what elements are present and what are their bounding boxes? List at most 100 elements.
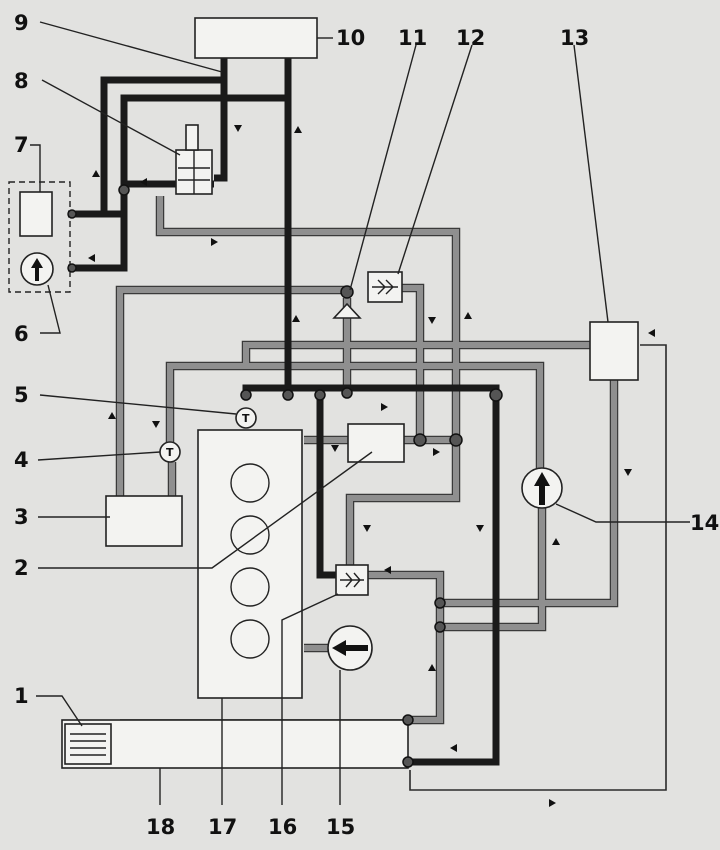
flow-arrow-left-icon	[140, 178, 147, 186]
return-pipe	[117, 287, 347, 496]
leader-8	[41, 79, 181, 156]
return-pipe	[408, 380, 617, 723]
component-3-radiator-box	[105, 495, 183, 547]
flow-arrow-left-icon	[384, 566, 391, 574]
cylinder-3	[230, 567, 270, 607]
component-7-heater-core	[19, 191, 53, 237]
flow-arrow-down-icon	[234, 125, 242, 132]
node	[341, 387, 353, 399]
return-pipe-outline	[440, 508, 547, 632]
leader-9	[39, 21, 223, 73]
flow-arrow-right-icon	[433, 448, 440, 456]
node	[402, 756, 414, 768]
return-pipe	[368, 572, 443, 603]
cylinder-4	[230, 619, 270, 659]
check-valve-symbol	[372, 279, 398, 295]
leader-6	[40, 284, 61, 334]
node	[314, 389, 326, 401]
pipe-reservoir-left	[214, 58, 228, 182]
engine-cylinders	[230, 463, 270, 659]
component-10-expansion-tank	[194, 17, 318, 59]
leader-2	[38, 451, 373, 569]
label-12: 12	[456, 26, 485, 50]
label-8: 8	[14, 69, 29, 93]
leader-16	[281, 593, 339, 805]
label-7: 7	[14, 133, 29, 157]
node	[282, 389, 294, 401]
flow-arrow-right-icon	[381, 403, 388, 411]
node	[434, 621, 446, 633]
flow-arrow-up-icon	[552, 538, 560, 545]
return-pipes	[115, 196, 619, 725]
thermostat-symbol	[340, 572, 364, 588]
cylinder-1	[230, 463, 270, 503]
component-18-radiator	[61, 719, 409, 769]
node	[67, 263, 77, 273]
flow-arrow-up-icon	[292, 315, 300, 322]
node	[434, 597, 446, 609]
components	[8, 17, 639, 769]
label-16: 16	[268, 815, 297, 839]
label-1: 1	[14, 684, 29, 708]
component-2-thermostat-housing	[347, 423, 405, 463]
flow-arrow-down-icon	[476, 525, 484, 532]
leader-lines	[30, 21, 690, 805]
flow-arrow-down-icon	[624, 469, 632, 476]
node	[118, 184, 130, 196]
flow-arrow-down-icon	[152, 421, 160, 428]
sensor-5-symbol: T	[242, 412, 250, 425]
label-14: 14	[690, 511, 719, 535]
flow-arrow-up-icon	[428, 664, 436, 671]
flow-arrow-down-icon	[428, 317, 436, 324]
return-pipe-outline	[368, 570, 445, 603]
flow-arrow-down-icon	[331, 445, 339, 452]
return-pipe	[440, 508, 545, 630]
flow-arrow-right-icon	[549, 799, 556, 807]
flow-arrow-up-icon	[294, 126, 302, 133]
thin-line-13-right	[409, 344, 667, 791]
label-11: 11	[398, 26, 427, 50]
return-pipe	[243, 342, 590, 366]
leader-11	[349, 44, 417, 291]
node	[449, 433, 463, 447]
node	[489, 388, 503, 402]
node	[413, 433, 427, 447]
flow-arrow-right-icon	[211, 238, 218, 246]
label-9: 9	[14, 11, 29, 35]
flow-arrow-left-icon	[648, 329, 655, 337]
label-18: 18	[146, 815, 175, 839]
flow-arrow-up-icon	[464, 312, 472, 319]
number-labels: 9 10 11 12 13 8 7 6 5 4 3 2 14 1 18 17 1…	[14, 11, 719, 839]
pipe-reservoir-return	[68, 58, 292, 272]
label-2: 2	[14, 556, 29, 580]
label-15: 15	[326, 815, 355, 839]
flow-arrow-up-icon	[92, 170, 100, 177]
pipe-upper-left	[100, 76, 224, 214]
valve-actuator	[185, 124, 199, 151]
label-5: 5	[14, 383, 29, 407]
return-pipe	[167, 363, 543, 470]
leader-14	[555, 503, 690, 523]
flow-arrow-down-icon	[363, 525, 371, 532]
leader-1	[36, 695, 83, 727]
cylinder-2	[230, 515, 270, 555]
pipe-valve-block	[68, 180, 214, 218]
leader-5	[39, 394, 237, 415]
fan-grille	[70, 733, 106, 756]
component-5-temp-sensor	[235, 407, 257, 429]
component-1-fan	[64, 723, 112, 765]
pump-14-arrow-icon	[534, 472, 550, 505]
label-4: 4	[14, 448, 29, 472]
flow-arrow-left-icon	[450, 744, 457, 752]
leader-4	[37, 451, 161, 461]
pump-15-arrow-icon	[332, 640, 368, 656]
node	[67, 209, 77, 219]
leader-7	[30, 144, 41, 192]
node	[402, 714, 414, 726]
junction-nodes	[67, 184, 503, 768]
flow-arrows	[88, 125, 655, 807]
label-10: 10	[336, 26, 365, 50]
flow-arrow-up-icon	[108, 412, 116, 419]
sensor-4-symbol: T	[166, 446, 174, 459]
